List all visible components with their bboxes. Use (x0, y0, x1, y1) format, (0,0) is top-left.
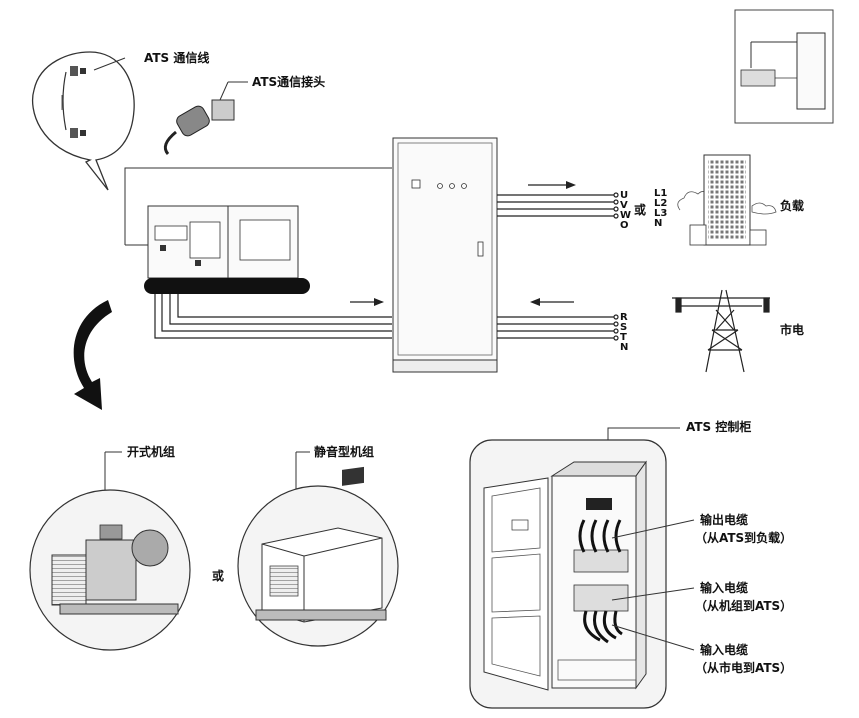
load-terminal-labels: L1 L2 L3 N (654, 188, 667, 229)
output-terminal-v: V (620, 200, 628, 211)
output-terminal-o: O (620, 220, 629, 231)
power-tower-icon (672, 289, 770, 373)
silent-genset-image (237, 466, 399, 647)
or-output-label: 或 (634, 202, 646, 217)
mains-terminal-s: S (620, 322, 627, 333)
generator-set-unit (144, 205, 310, 294)
load-terminal-l2: L2 (654, 198, 667, 209)
thumbnail-overview (734, 9, 834, 124)
mains-terminal-r: R (620, 312, 628, 323)
load-terminal-n: N (654, 218, 662, 229)
open-genset-image (29, 489, 191, 651)
mains-input-cables (497, 314, 619, 341)
load-flow-arrow (528, 181, 576, 189)
cable-detail-bubble (31, 51, 135, 191)
open-genset-label: 开式机组 (127, 444, 175, 459)
input-cable-mains-label: 输入电缆 (700, 642, 748, 657)
load-terminal-l1: L1 (654, 188, 667, 199)
output-terminal-u: U (620, 190, 628, 201)
genset-output-cables (154, 294, 392, 339)
ats-cabinet-main (392, 137, 498, 373)
load-terminal-l3: L3 (654, 208, 667, 219)
ats-comm-line-label: ATS 通信线 (144, 50, 209, 65)
load-output-cables (497, 192, 619, 219)
ats-comm-connector-label: ATS通信接头 (252, 74, 325, 89)
ats-connector-icon (163, 81, 248, 155)
mains-terminal-labels: R S T N (620, 312, 628, 353)
output-cable-note: （从ATS到负载） (695, 530, 792, 545)
mains-flow-arrow (530, 298, 574, 306)
input-cable-genset-note: （从机组到ATS） (695, 598, 792, 613)
ats-cabinet-detail (469, 439, 667, 709)
load-label: 负载 (780, 198, 804, 213)
ats-cabinet-label: ATS 控制柜 (686, 419, 751, 434)
mains-terminal-n: N (620, 342, 628, 353)
curved-arrow-icon (73, 300, 112, 410)
genset-flow-arrow (350, 298, 384, 306)
input-cable-genset-label: 输入电缆 (700, 580, 748, 595)
cable-leader-lines (611, 519, 695, 651)
output-cable-label: 输出电缆 (700, 512, 748, 527)
mains-terminal-t: T (620, 332, 627, 343)
output-terminal-labels: U V W O (620, 190, 631, 231)
silent-genset-label: 静音型机组 (314, 444, 374, 459)
building-load-icon (677, 154, 777, 246)
output-terminal-w: W (620, 210, 631, 221)
or-genset-label: 或 (212, 568, 224, 583)
comm-line (124, 167, 392, 245)
input-cable-mains-note: （从市电到ATS） (695, 660, 792, 675)
mains-label: 市电 (780, 322, 804, 337)
